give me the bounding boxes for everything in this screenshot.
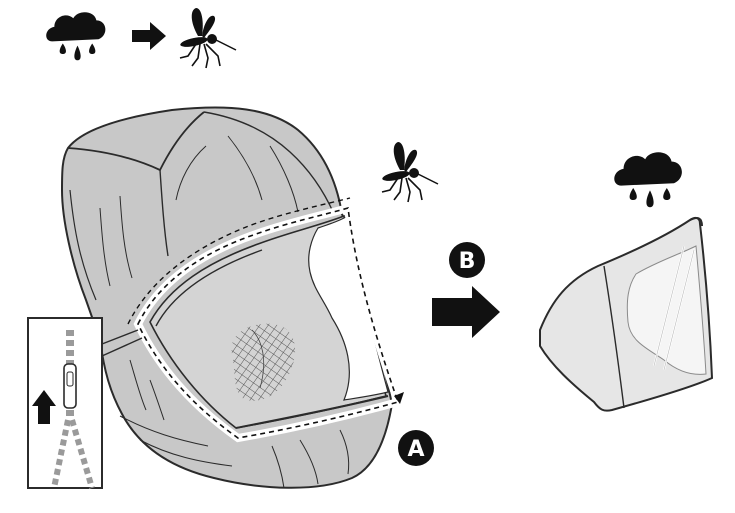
badge-b-label: B	[459, 249, 476, 274]
stroller-hood	[62, 107, 404, 488]
rain-cover	[540, 218, 712, 411]
arrow-right-icon	[132, 22, 166, 50]
mosquito-icon	[381, 142, 438, 202]
rain-cloud-icon	[46, 12, 105, 60]
step-badge-b: B	[449, 242, 485, 278]
step-badge-a: A	[398, 430, 434, 466]
badge-a-label: A	[407, 437, 424, 462]
rain-cloud-icon	[614, 152, 682, 207]
mosquito-icon	[179, 8, 236, 68]
arrow-right-icon	[432, 286, 500, 338]
